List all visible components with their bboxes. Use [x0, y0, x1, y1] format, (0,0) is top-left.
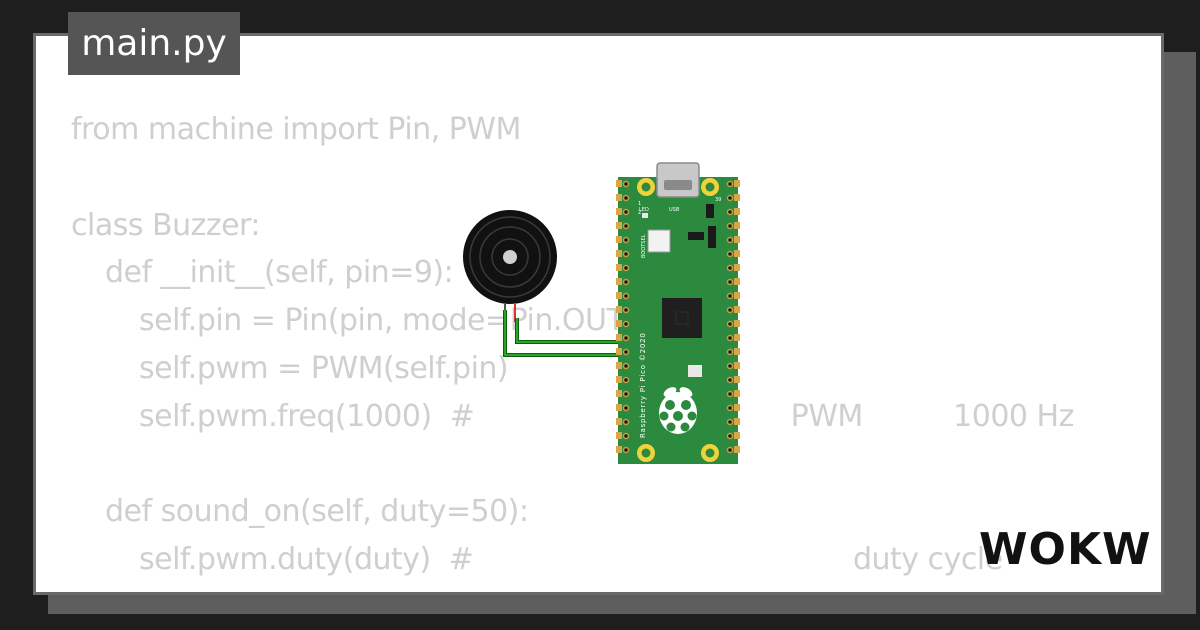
component-regulator	[688, 232, 704, 240]
code-line: def __init__(self, pin=9):	[105, 255, 454, 291]
usb-port	[664, 180, 692, 190]
wokwi-logo-text: WOKWi	[979, 524, 1155, 575]
wire-gnd-outline	[503, 310, 628, 357]
buzzer-ring-outer	[469, 216, 551, 298]
pico-board[interactable]: 1 2 39 LED USB BOOTSEL Raspberry Pi Pico…	[616, 162, 740, 464]
code-line: self.pwm.freq(1000) # PWM 1000 Hz	[71, 584, 1074, 592]
mounting-hole-centers	[641, 182, 715, 458]
pin-label-last: 39	[715, 197, 721, 203]
code-line: def sound_on(self, duty=50):	[105, 494, 529, 530]
code-line: self.pwm = PWM(self.pin)	[139, 350, 509, 386]
buzzer-ring-inner	[491, 238, 529, 276]
wokwi-logo-mark: WOKWi	[979, 524, 1167, 575]
code-line: self.pwm.duty(duty) # duty cycle	[139, 542, 1003, 578]
bootsel-label: BOOTSEL	[641, 234, 647, 258]
rp2040-chip	[662, 298, 702, 338]
wire-signal[interactable]	[516, 318, 628, 343]
pin-label-second: 2	[638, 210, 641, 216]
buzzer[interactable]	[463, 210, 557, 322]
board-name-label: Raspberry Pi Pico ©2020	[639, 332, 647, 438]
led	[642, 213, 648, 218]
raspberry-logo-icon	[659, 387, 697, 434]
bootsel-button[interactable]	[647, 229, 671, 253]
file-tab[interactable]: main.py	[68, 12, 240, 75]
code-line: class Buzzer:	[71, 207, 260, 243]
component-crystal	[706, 204, 714, 218]
buzzer-center	[503, 250, 517, 264]
wire-gnd[interactable]	[504, 310, 628, 356]
code-line: self.pwm.freq(1000) # PWM 1000 Hz	[139, 398, 1074, 434]
usb-label: USB	[669, 207, 680, 213]
code-listing: from machine import Pin, PWM class Buzzer…	[71, 106, 1074, 592]
component-smd	[688, 365, 702, 377]
code-line: from machine import Pin, PWM	[71, 112, 521, 147]
component-flash	[708, 226, 716, 248]
code-card: from machine import Pin, PWM class Buzzer…	[33, 33, 1164, 595]
right-pin-row	[734, 180, 740, 453]
pin-holes	[622, 180, 734, 454]
wire-signal-outline	[515, 318, 628, 344]
left-pin-row	[616, 180, 622, 453]
led-label: LED	[639, 207, 649, 213]
chip-marking	[675, 311, 689, 325]
wokwi-logo: WOKWi	[975, 522, 1167, 582]
pin-label-first: 1	[638, 201, 641, 207]
buzzer-ring-mid	[479, 226, 541, 288]
